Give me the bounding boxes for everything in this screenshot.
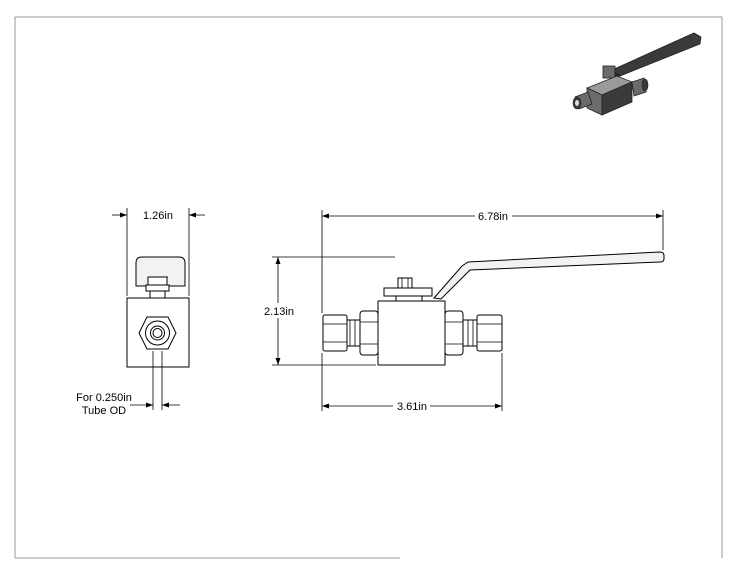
front-width-label: 1.26in <box>143 210 173 222</box>
body-length-label: 3.61in <box>397 401 427 413</box>
front-view <box>126 256 190 410</box>
sheet-border <box>14 16 723 559</box>
overall-length-label: 6.78in <box>478 211 508 223</box>
height-label: 2.13in <box>264 306 294 318</box>
side-view <box>322 251 665 366</box>
tube-note-line2: Tube OD <box>82 405 126 417</box>
dim-front-width: 1.26in <box>112 208 205 296</box>
dim-body-length: 3.61in <box>321 353 503 413</box>
tube-note-line1: For 0.250in <box>76 392 132 404</box>
dim-height: 2.13in <box>264 256 395 366</box>
isometric-view <box>572 32 702 116</box>
dim-overall-length: 6.78in <box>321 210 664 313</box>
dim-tube-od: For 0.250in Tube OD <box>76 392 180 417</box>
